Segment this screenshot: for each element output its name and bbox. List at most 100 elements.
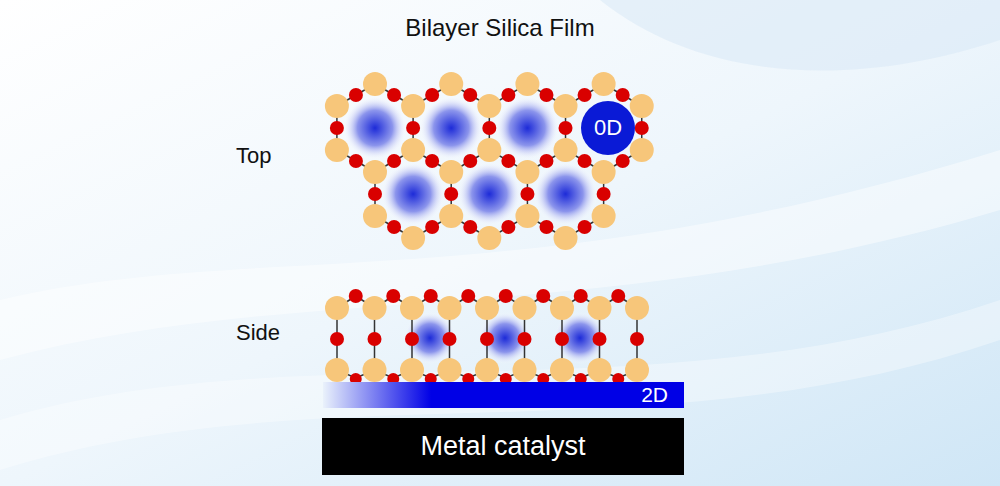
o-atom bbox=[405, 332, 419, 346]
o-atom bbox=[501, 220, 515, 234]
si-atom bbox=[477, 138, 501, 162]
si-atom bbox=[325, 296, 349, 320]
si-atom bbox=[325, 358, 349, 382]
si-atom bbox=[439, 72, 463, 96]
o-atom bbox=[578, 154, 592, 168]
si-atom bbox=[475, 358, 499, 382]
o-atom bbox=[536, 289, 550, 303]
node-text: Metal catalyst bbox=[420, 431, 585, 462]
o-atom bbox=[501, 154, 515, 168]
si-atom bbox=[400, 358, 424, 382]
si-atom bbox=[588, 358, 612, 382]
o-atom bbox=[387, 220, 401, 234]
o-atom bbox=[630, 332, 644, 346]
si-atom bbox=[592, 204, 616, 228]
si-atom bbox=[515, 160, 539, 184]
o-atom bbox=[616, 154, 630, 168]
si-atom bbox=[438, 296, 462, 320]
o-atom bbox=[463, 154, 477, 168]
o-atom bbox=[559, 121, 573, 135]
o-atom bbox=[425, 154, 439, 168]
si-atom bbox=[438, 358, 462, 382]
two-d-band: 2D bbox=[323, 382, 684, 408]
o-atom bbox=[424, 289, 438, 303]
node-text: 2D bbox=[641, 383, 668, 407]
o-atom bbox=[387, 88, 401, 102]
o-atom bbox=[499, 289, 513, 303]
pore-glow bbox=[343, 96, 407, 160]
o-atom bbox=[520, 187, 534, 201]
si-atom bbox=[400, 296, 424, 320]
si-atom bbox=[515, 72, 539, 96]
si-atom bbox=[630, 94, 654, 118]
pore-glow bbox=[495, 96, 559, 160]
o-atom bbox=[443, 332, 457, 346]
title: Bilayer Silica Film bbox=[405, 14, 594, 42]
si-atom bbox=[513, 358, 537, 382]
o-atom bbox=[578, 220, 592, 234]
si-atom bbox=[630, 138, 654, 162]
si-atom bbox=[401, 94, 425, 118]
si-atom bbox=[550, 358, 574, 382]
pore-glow bbox=[534, 162, 598, 226]
view-label: Top bbox=[236, 143, 271, 169]
si-atom bbox=[554, 138, 578, 162]
o-atom bbox=[597, 187, 611, 201]
band-fill bbox=[323, 382, 684, 408]
o-atom bbox=[387, 154, 401, 168]
o-atom bbox=[349, 289, 363, 303]
si-atom bbox=[325, 138, 349, 162]
o-atom bbox=[635, 121, 649, 135]
o-atom bbox=[574, 289, 588, 303]
o-atom bbox=[501, 88, 515, 102]
si-atom bbox=[554, 94, 578, 118]
pore-glow bbox=[381, 162, 445, 226]
si-atom bbox=[554, 226, 578, 250]
o-atom bbox=[555, 332, 569, 346]
si-atom bbox=[625, 358, 649, 382]
o-atom bbox=[539, 88, 553, 102]
si-atom bbox=[513, 296, 537, 320]
o-atom bbox=[349, 88, 363, 102]
si-atom bbox=[363, 204, 387, 228]
si-atom bbox=[592, 160, 616, 184]
o-atom bbox=[611, 289, 625, 303]
o-atom bbox=[368, 332, 382, 346]
si-atom bbox=[325, 94, 349, 118]
o-atom bbox=[578, 88, 592, 102]
si-atom bbox=[477, 94, 501, 118]
o-atom bbox=[480, 332, 494, 346]
o-atom bbox=[463, 220, 477, 234]
zero-d-circle: 0D bbox=[581, 101, 635, 155]
si-atom bbox=[439, 204, 463, 228]
si-atom bbox=[588, 296, 612, 320]
pore-glow bbox=[457, 162, 521, 226]
o-atom bbox=[616, 88, 630, 102]
o-atom bbox=[425, 220, 439, 234]
o-atom bbox=[368, 187, 382, 201]
view-label: Side bbox=[236, 320, 280, 346]
o-atom bbox=[539, 220, 553, 234]
si-atom bbox=[439, 160, 463, 184]
si-atom bbox=[515, 204, 539, 228]
si-atom bbox=[625, 296, 649, 320]
si-atom bbox=[550, 296, 574, 320]
circle-fill bbox=[581, 101, 635, 155]
si-atom bbox=[363, 72, 387, 96]
o-atom bbox=[425, 88, 439, 102]
si-atom bbox=[363, 358, 387, 382]
o-atom bbox=[330, 332, 344, 346]
o-atom bbox=[539, 154, 553, 168]
si-atom bbox=[401, 226, 425, 250]
o-atom bbox=[330, 121, 344, 135]
si-atom bbox=[363, 160, 387, 184]
o-atom bbox=[349, 154, 363, 168]
o-atom bbox=[463, 88, 477, 102]
o-atom bbox=[518, 332, 532, 346]
node-text: 0D bbox=[594, 115, 622, 141]
o-atom bbox=[386, 289, 400, 303]
si-atom bbox=[401, 138, 425, 162]
o-atom bbox=[406, 121, 420, 135]
